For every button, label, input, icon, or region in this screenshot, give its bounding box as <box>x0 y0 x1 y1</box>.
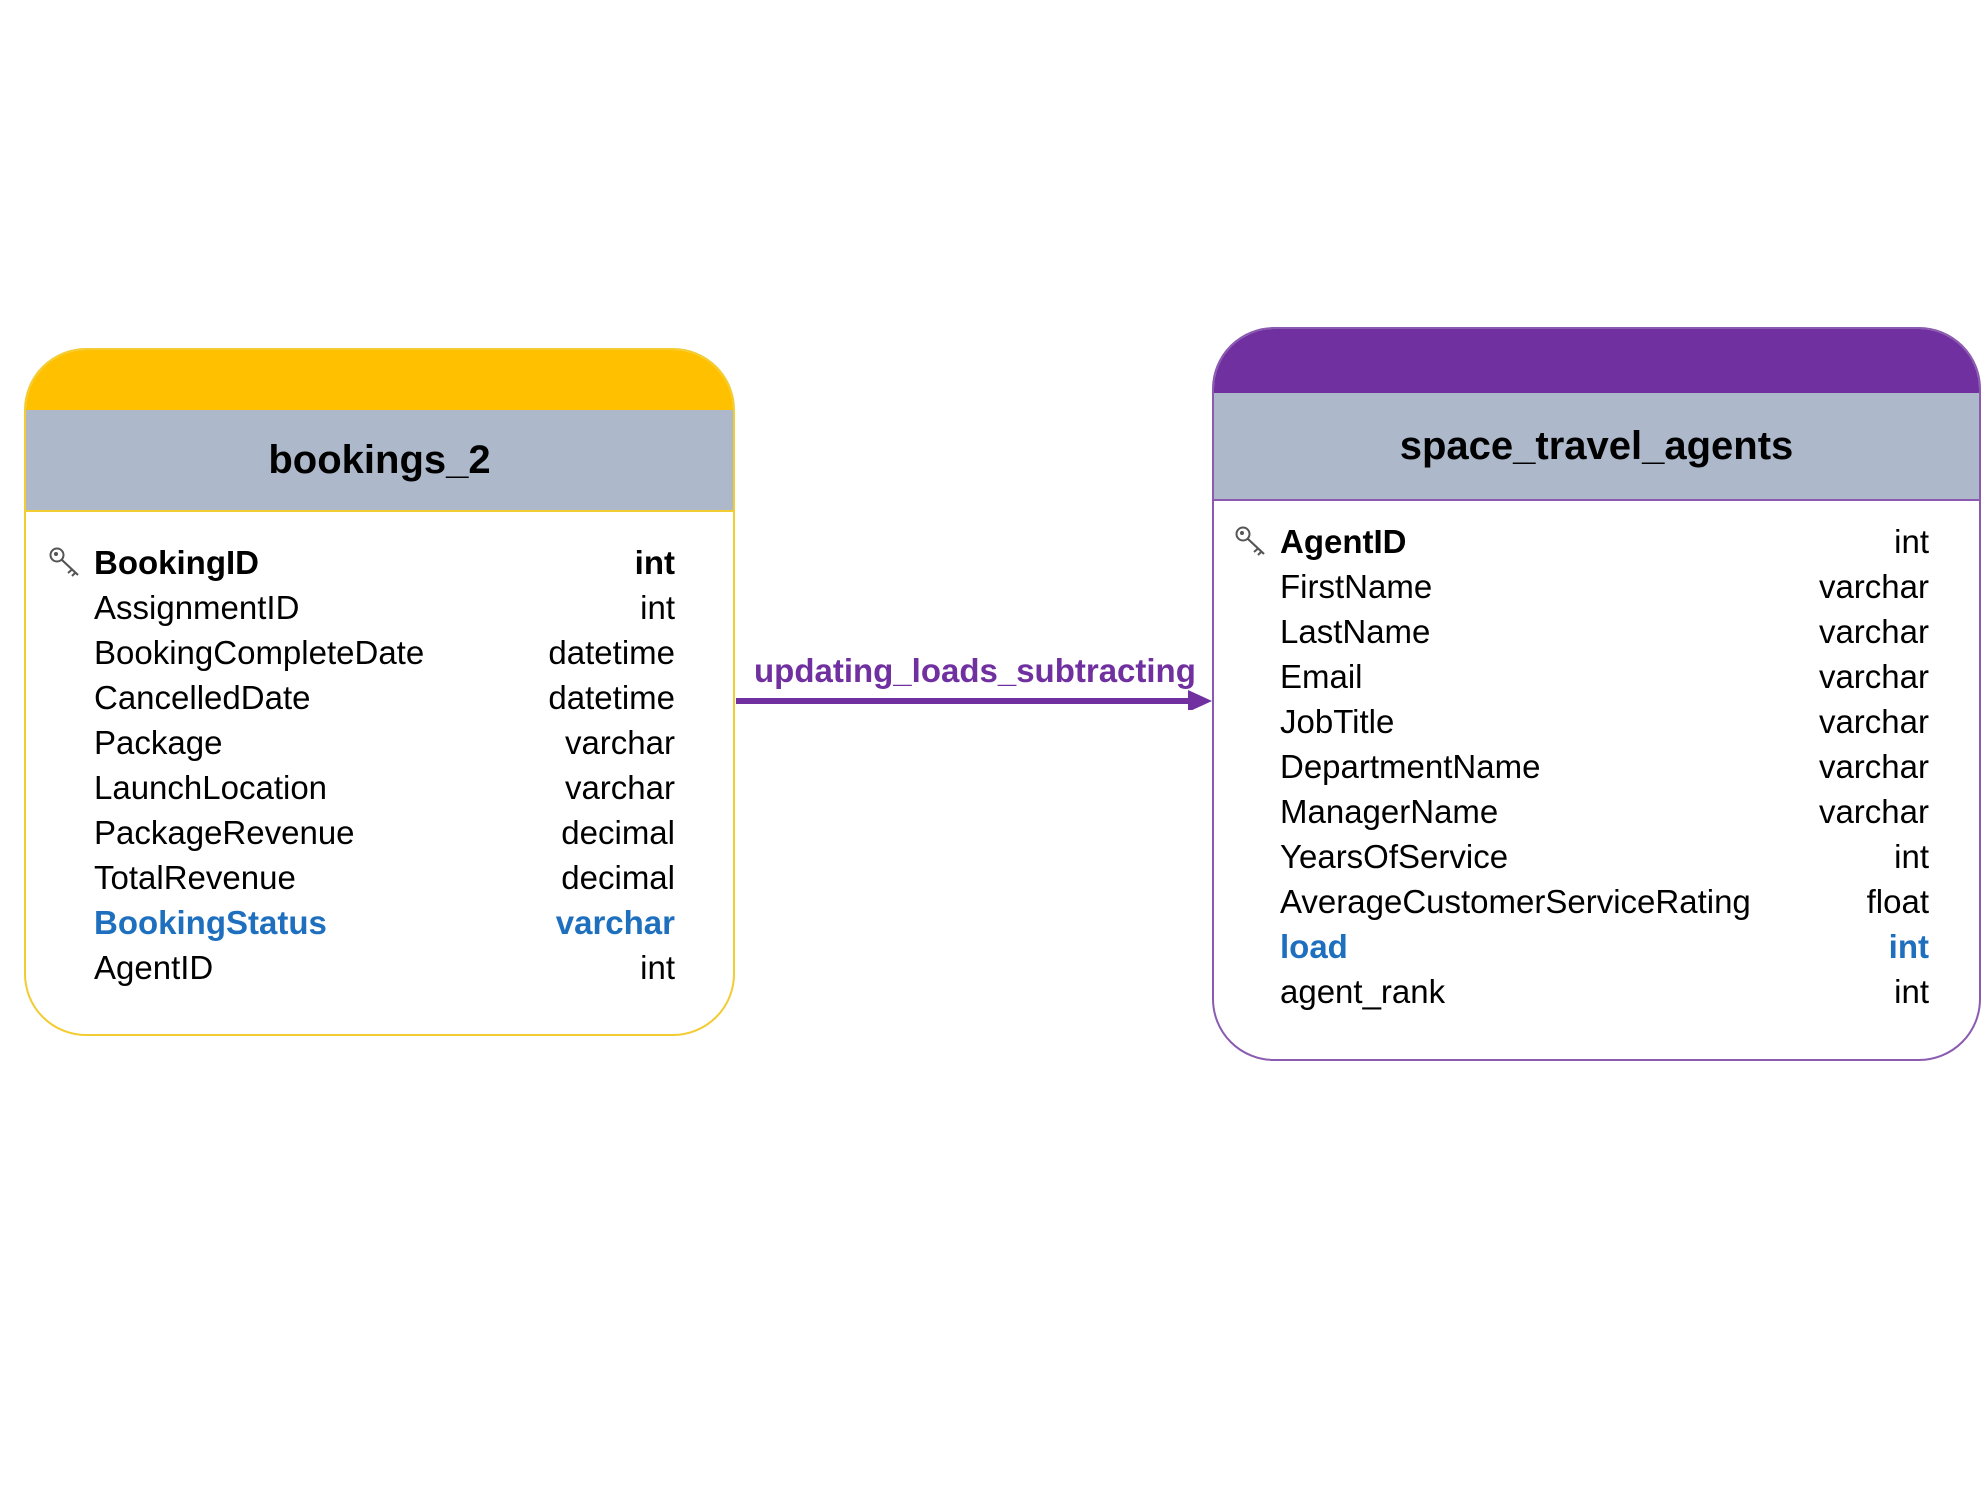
field-row[interactable]: LaunchLocation varchar <box>26 765 733 810</box>
field-type: int <box>1894 973 1929 1010</box>
field-name: LastName <box>1280 613 1431 650</box>
field-type: varchar <box>555 904 675 941</box>
field-name: JobTitle <box>1280 703 1395 740</box>
field-row[interactable]: AgentID int <box>26 945 733 990</box>
field-row[interactable]: AverageCustomerServiceRating float <box>1214 879 1979 924</box>
field-name: PackageRevenue <box>94 814 355 851</box>
field-name: AverageCustomerServiceRating <box>1280 883 1751 920</box>
field-type: datetime <box>548 679 675 716</box>
field-type: decimal <box>561 859 675 896</box>
field-row[interactable]: DepartmentName varchar <box>1214 744 1979 789</box>
field-name: BookingID <box>94 544 259 581</box>
field-name: ManagerName <box>1280 793 1499 830</box>
field-row[interactable]: BookingID int <box>26 540 733 585</box>
field-row[interactable]: BookingCompleteDate datetime <box>26 630 733 675</box>
field-name: YearsOfService <box>1280 838 1509 875</box>
field-row[interactable]: FirstName varchar <box>1214 564 1979 609</box>
field-type: varchar <box>1818 568 1929 605</box>
arrow-right-icon <box>1188 690 1212 710</box>
field-name: TotalRevenue <box>94 859 296 896</box>
field-row[interactable]: YearsOfService int <box>1214 834 1979 879</box>
field-row[interactable]: CancelledDate datetime <box>26 675 733 720</box>
field-name: LaunchLocation <box>94 769 328 806</box>
field-type: float <box>1866 883 1929 920</box>
field-name: agent_rank <box>1280 973 1446 1010</box>
field-name: AgentID <box>1280 523 1407 560</box>
entity-bookings-2[interactable]: bookings_2 BookingID int AssignmentID in… <box>24 348 735 1036</box>
field-row[interactable]: Package varchar <box>26 720 733 765</box>
field-row[interactable]: JobTitle varchar <box>1214 699 1979 744</box>
field-row[interactable]: AgentID int <box>1214 519 1979 564</box>
field-name: load <box>1280 928 1348 965</box>
field-name: BookingCompleteDate <box>94 634 425 671</box>
entity-title: bookings_2 <box>26 410 733 512</box>
field-row[interactable]: PackageRevenue decimal <box>26 810 733 855</box>
field-name: FirstName <box>1280 568 1433 605</box>
field-type: decimal <box>561 814 675 851</box>
field-type: int <box>640 589 675 626</box>
field-type: int <box>1894 523 1929 560</box>
field-row[interactable]: agent_rank int <box>1214 969 1979 1014</box>
field-type: varchar <box>1818 748 1929 785</box>
entity-header-accent <box>1214 329 1979 393</box>
field-name: DepartmentName <box>1280 748 1541 785</box>
field-list: BookingID int AssignmentID int BookingCo… <box>26 540 733 990</box>
field-type: int <box>1894 838 1929 875</box>
field-type: varchar <box>564 724 675 761</box>
field-name: BookingStatus <box>94 904 327 941</box>
field-type: int <box>1888 928 1929 965</box>
entity-header-accent <box>26 350 733 410</box>
field-name: Package <box>94 724 223 761</box>
field-type: int <box>634 544 675 581</box>
field-row[interactable]: LastName varchar <box>1214 609 1979 654</box>
field-row[interactable]: ManagerName varchar <box>1214 789 1979 834</box>
field-row[interactable]: TotalRevenue decimal <box>26 855 733 900</box>
field-name: AssignmentID <box>94 589 300 626</box>
field-list: AgentID int FirstName varchar LastName v… <box>1214 519 1979 1014</box>
relationship-arrow[interactable] <box>736 650 1212 710</box>
key-icon <box>49 547 79 577</box>
entity-title: space_travel_agents <box>1214 393 1979 501</box>
field-name: Email <box>1280 658 1363 695</box>
relationship-label: updating_loads_subtracting <box>754 652 1196 689</box>
field-type: varchar <box>564 769 675 806</box>
field-row-highlighted[interactable]: load int <box>1214 924 1979 969</box>
entity-space-travel-agents[interactable]: space_travel_agents AgentID int FirstNam… <box>1212 327 1981 1061</box>
field-row[interactable]: AssignmentID int <box>26 585 733 630</box>
field-name: CancelledDate <box>94 679 311 716</box>
field-type: int <box>640 949 675 986</box>
field-type: varchar <box>1818 703 1929 740</box>
field-row-highlighted[interactable]: BookingStatus varchar <box>26 900 733 945</box>
field-name: AgentID <box>94 949 214 986</box>
field-type: varchar <box>1818 793 1929 830</box>
field-type: varchar <box>1818 613 1929 650</box>
field-type: datetime <box>548 634 675 671</box>
field-row[interactable]: Email varchar <box>1214 654 1979 699</box>
field-type: varchar <box>1818 658 1929 695</box>
key-icon <box>1235 526 1265 556</box>
